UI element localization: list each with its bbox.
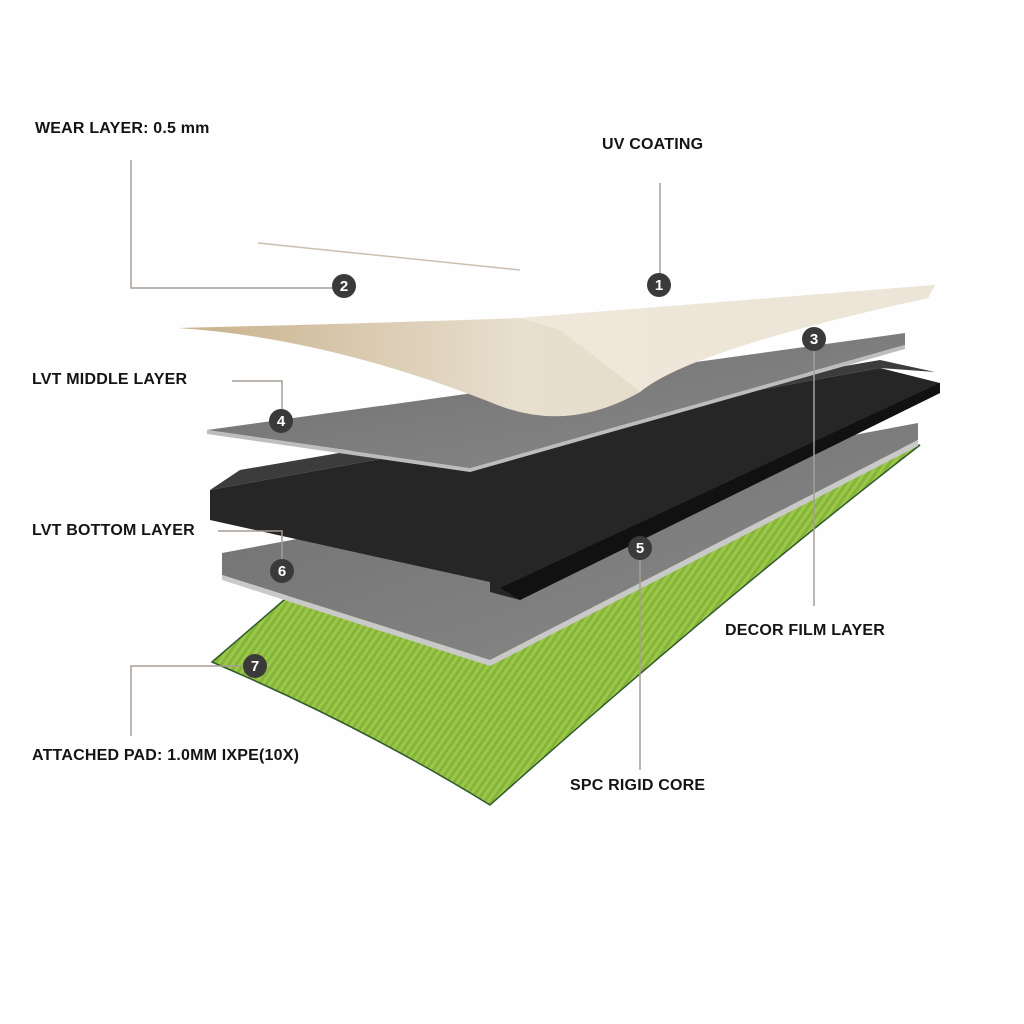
badge-1: 1: [647, 273, 671, 297]
svg-text:4: 4: [277, 413, 286, 430]
svg-text:7: 7: [251, 658, 259, 675]
svg-text:1: 1: [655, 277, 663, 294]
svg-text:3: 3: [810, 331, 818, 348]
lvt-middle-layer-label: LVT MIDDLE LAYER: [32, 371, 188, 388]
spc-rigid-core-layer: [210, 368, 940, 600]
spc-rigid-core-label: SPC RIGID CORE: [570, 777, 706, 794]
uv-coating-label: UV COATING: [602, 136, 704, 153]
decor-film-layer-label: DECOR FILM LAYER: [725, 622, 885, 639]
badge-7: 7: [243, 654, 267, 678]
leader-lines: [130, 160, 815, 770]
svg-text:6: 6: [278, 563, 286, 580]
attached-pad-label: ATTACHED PAD: 1.0MM IXPE(10X): [32, 747, 300, 764]
badge-6: 6: [270, 559, 294, 583]
badge-5: 5: [628, 536, 652, 560]
svg-text:2: 2: [340, 278, 348, 295]
badge-4: 4: [269, 409, 293, 433]
wear-layer-label: WEAR LAYER: 0.5 mm: [35, 120, 210, 137]
lvt-bottom-layer-label: LVT BOTTOM LAYER: [32, 522, 195, 539]
badge-3: 3: [802, 327, 826, 351]
wear-layer-film-edge: [257, 242, 521, 271]
svg-text:5: 5: [636, 540, 644, 557]
badge-2: 2: [332, 274, 356, 298]
